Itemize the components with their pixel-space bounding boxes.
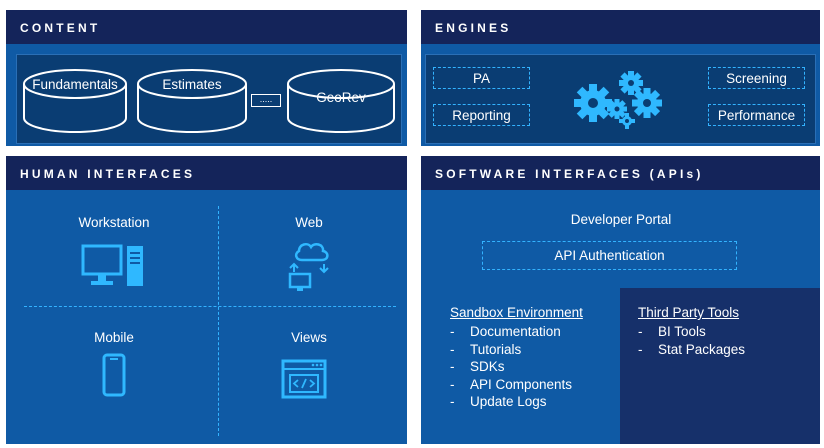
human-interfaces-panel: HUMAN INTERFACES Workstation Web Mobile … — [6, 156, 407, 444]
mobile-phone-icon — [102, 353, 126, 397]
content-header: CONTENT — [6, 10, 407, 44]
engines-box — [425, 54, 816, 144]
workstation-icon — [81, 244, 143, 286]
database-cylinder-icon — [287, 69, 395, 133]
list-item: -API Components — [450, 376, 573, 392]
content-panel: CONTENT Fundamentals Estimates ..... Geo… — [6, 10, 407, 146]
engine-pa: PA — [433, 67, 530, 89]
cylinder-georev: GeoRev — [286, 68, 396, 136]
engines-title: ENGINES — [435, 21, 512, 35]
cloud-computer-icon — [288, 242, 329, 291]
third-party-box — [620, 288, 820, 444]
database-cylinder-icon — [137, 69, 247, 133]
workstation-label: Workstation — [78, 215, 150, 230]
software-interfaces-header: SOFTWARE INTERFACES (APIs) — [421, 156, 820, 190]
views-label: Views — [291, 330, 327, 345]
cylinder-label: Estimates — [162, 77, 222, 92]
sandbox-heading: Sandbox Environment — [450, 305, 583, 320]
cylinder-label: Fundamentals — [32, 77, 118, 92]
ellipsis-box: ..... — [251, 94, 281, 107]
mobile-label: Mobile — [94, 330, 134, 345]
engines-panel: ENGINES PA Reporting Screening Performan… — [421, 10, 820, 146]
database-cylinder-icon — [23, 69, 127, 133]
list-item: -Tutorials — [450, 341, 522, 357]
third-party-list: Third Party Tools -BI Tools -Stat Packag… — [638, 305, 745, 358]
engine-performance: Performance — [708, 104, 805, 126]
list-item: -Documentation — [450, 324, 561, 339]
cylinder-fundamentals: Fundamentals — [22, 68, 128, 136]
vertical-divider — [218, 206, 219, 436]
list-item: -Stat Packages — [638, 341, 746, 357]
sandbox-list: Sandbox Environment -Documentation -Tuto… — [450, 305, 583, 411]
gears-icon — [574, 71, 662, 129]
cylinder-label: GeoRev — [316, 90, 366, 105]
human-interfaces-header: HUMAN INTERFACES — [6, 156, 407, 190]
engines-header: ENGINES — [421, 10, 820, 44]
engine-reporting: Reporting — [433, 104, 530, 126]
web-label: Web — [295, 215, 323, 230]
code-window-icon — [281, 359, 327, 399]
software-interfaces-title: SOFTWARE INTERFACES (APIs) — [435, 167, 704, 181]
content-box — [16, 54, 402, 144]
third-party-heading: Third Party Tools — [638, 305, 740, 320]
list-item: -SDKs — [450, 359, 505, 374]
content-title: CONTENT — [20, 21, 101, 35]
human-interfaces-title: HUMAN INTERFACES — [20, 167, 196, 181]
list-item: -Update Logs — [450, 394, 547, 409]
software-interfaces-panel: SOFTWARE INTERFACES (APIs) Developer Por… — [421, 156, 820, 444]
developer-portal-label: Developer Portal — [570, 212, 672, 227]
api-authentication-box: API Authentication — [482, 241, 737, 270]
engine-screening: Screening — [708, 67, 805, 89]
horizontal-divider — [24, 306, 396, 307]
list-item: -BI Tools — [638, 324, 706, 339]
cylinder-estimates: Estimates — [136, 68, 248, 136]
